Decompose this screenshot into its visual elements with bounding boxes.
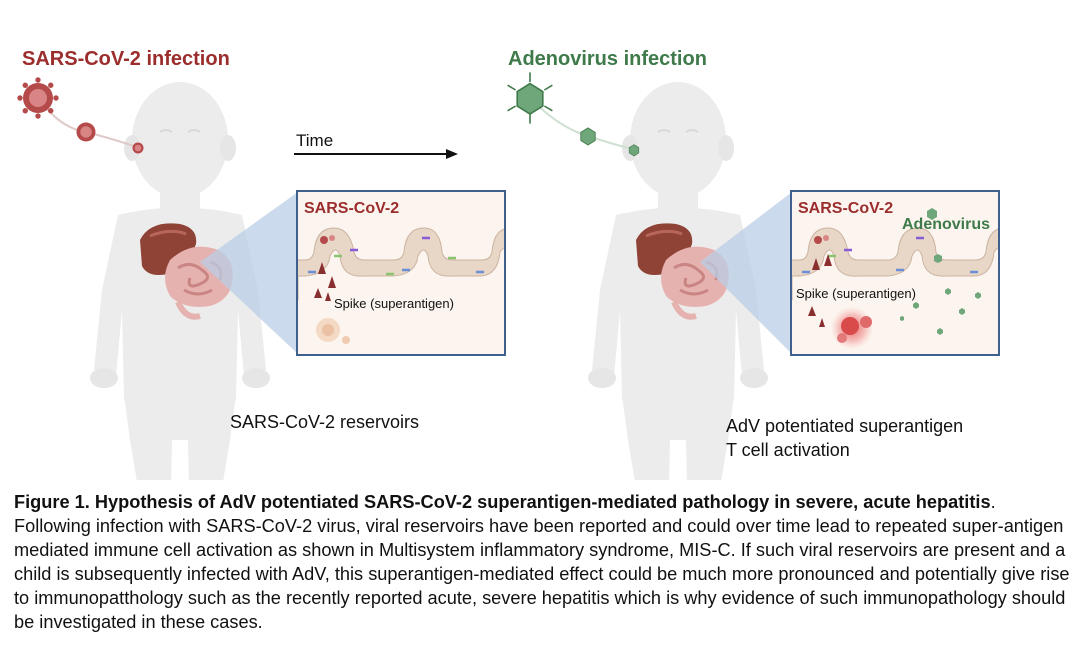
illustration-canvas — [17, 72, 792, 541]
time-label: Time — [296, 131, 334, 150]
left-inset-panel: SARS-CoV-2 Spike (superantigen) — [296, 190, 506, 356]
left-caption: SARS-CoV-2 reservoirs — [230, 412, 420, 432]
right-magnification-cone — [700, 192, 792, 354]
sars-virus-icon — [17, 77, 59, 119]
right-infection-title: Adenovirus infection — [508, 48, 707, 70]
right-inset-illustration — [792, 208, 998, 350]
left-inset-title: SARS-CoV-2 — [304, 200, 400, 217]
right-inset-adenovirus-label: Adenovirus — [902, 216, 991, 233]
right-inset-title: SARS-CoV-2 — [798, 200, 894, 217]
right-inset-panel: SARS-CoV-2 Adenovirus Spike (superantige… — [790, 190, 1000, 356]
figure-illustration: SARS-CoV-2 Spike (superantigen) — [17, 48, 1000, 541]
figure-caption-text: . Following infection with SARS-CoV-2 vi… — [14, 492, 1070, 632]
figure-caption: Figure 1. Hypothesis of AdV potentiated … — [14, 490, 1070, 634]
right-spike-label: Spike (superantigen) — [796, 286, 916, 301]
adenovirus-icon — [580, 127, 596, 146]
right-virus-path — [507, 72, 640, 157]
sars-virus-icon — [76, 122, 96, 142]
left-magnification-cone — [200, 192, 298, 354]
sars-virus-icon — [132, 142, 144, 154]
time-arrow — [294, 149, 458, 159]
left-virus-path — [17, 77, 144, 154]
right-caption: AdV potentiated superantigen T cell acti… — [726, 414, 963, 462]
right-caption-line1: AdV potentiated superantigen — [726, 416, 964, 436]
left-inset-illustration — [298, 227, 504, 344]
left-spike-label: Spike (superantigen) — [334, 296, 454, 311]
figure-caption-title: Figure 1. Hypothesis of AdV potentiated … — [14, 492, 991, 512]
left-infection-title: SARS-CoV-2 infection — [22, 48, 230, 70]
adenovirus-icon — [507, 72, 553, 124]
right-caption-line2: T cell activation — [726, 440, 850, 460]
